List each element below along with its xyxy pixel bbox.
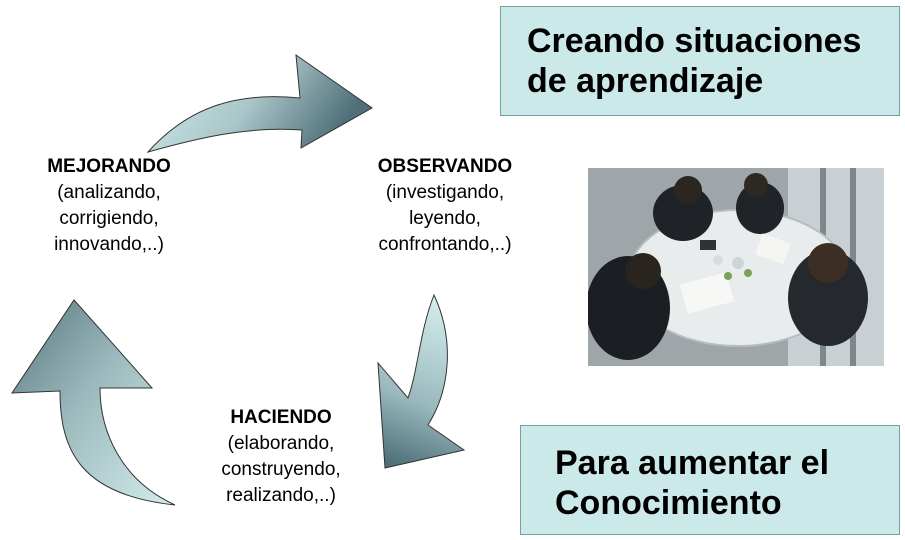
stage-line: confrontando,..): [378, 234, 512, 255]
curved-arrow-icon-left: [11, 299, 176, 506]
stage-title: OBSERVANDO: [377, 156, 513, 177]
footer-line-1: Para aumentar el: [555, 444, 830, 482]
stage-line: (elaborando,: [227, 433, 335, 454]
curved-arrow-icon-top: [146, 53, 373, 153]
header-line-1: Creando situaciones: [527, 22, 862, 60]
stage-line: (investigando,: [385, 182, 505, 203]
business-meeting-photo: [588, 168, 884, 366]
stage-mejorando: MEJORANDO (analizando, corrigiendo, inno…: [14, 154, 204, 258]
stage-line: construyendo,: [221, 459, 341, 480]
stage-observando: OBSERVANDO (investigando, leyendo, confr…: [350, 154, 540, 258]
stage-line: (analizando,: [57, 182, 161, 203]
stage-line: corrigiendo,: [59, 208, 159, 229]
stage-line: leyendo,: [409, 208, 481, 229]
stage-title: HACIENDO: [230, 407, 332, 428]
stage-line: innovando,..): [54, 234, 164, 255]
stage-title: MEJORANDO: [47, 156, 171, 177]
header-line-2: de aprendizaje: [527, 62, 764, 100]
stage-haciendo: HACIENDO (elaborando, construyendo, real…: [186, 405, 376, 509]
footer-box: Para aumentar el Conocimiento: [520, 425, 900, 535]
footer-line-2: Conocimiento: [555, 484, 782, 522]
stage-line: realizando,..): [226, 485, 336, 506]
curved-arrow-icon-right: [377, 293, 466, 469]
header-box: Creando situaciones de aprendizaje: [500, 6, 900, 116]
